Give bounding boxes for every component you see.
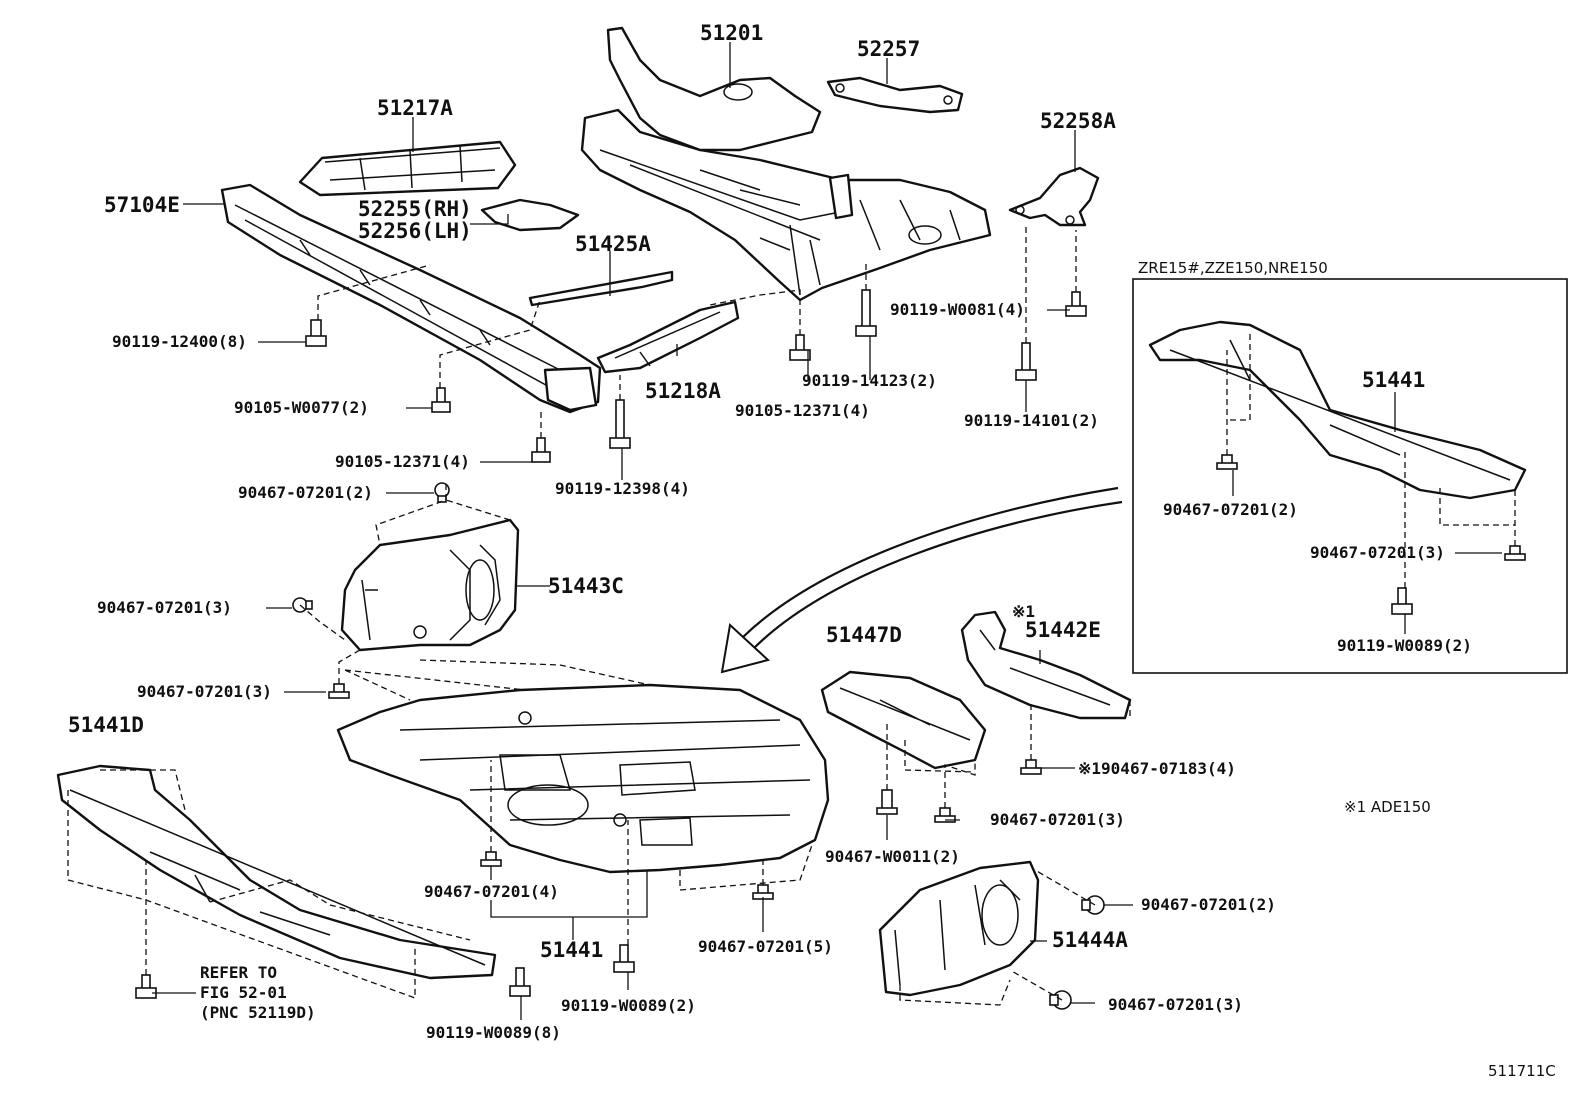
part-57104E xyxy=(220,183,602,414)
transition-arrow xyxy=(720,486,1123,674)
part-52257-stay xyxy=(826,76,964,114)
part-51218A xyxy=(596,300,740,374)
part-51442E xyxy=(960,610,1132,720)
part-51447D xyxy=(820,670,987,770)
label-51217A: 51217A xyxy=(377,96,453,120)
label-90119-W0089-2: 90119-W0089(2) xyxy=(561,996,696,1015)
label-90119-12400: 90119-12400(8) xyxy=(112,332,247,351)
label-refer-pnc: (PNC 52119D) xyxy=(200,1003,316,1022)
inset-labels: ZRE15#,ZZE150,NRE150 51441 90467-07201(2… xyxy=(1138,259,1472,655)
label-90119-12398: 90119-12398(4) xyxy=(555,479,690,498)
label-51441-main: 51441 xyxy=(540,938,603,962)
bolt-icon xyxy=(789,334,811,361)
clip-icon xyxy=(292,597,313,613)
label-90467-07201-4: 90467-07201(4) xyxy=(424,882,559,901)
label-90467-W0011: 90467-W0011(2) xyxy=(825,847,960,866)
inset-label-51441: 51441 xyxy=(1362,368,1425,392)
label-refer-to: REFER TO xyxy=(200,963,277,982)
bolt-icon xyxy=(135,974,157,999)
clip-icon xyxy=(328,683,350,699)
part-52255-52256 xyxy=(480,198,580,232)
label-90119-W0081: 90119-W0081(4) xyxy=(890,300,1025,319)
part-51201-crossmember xyxy=(580,26,992,302)
bolt-icon xyxy=(1391,587,1413,615)
label-90105-W0077: 90105-W0077(2) xyxy=(234,398,369,417)
label-51442E: 51442E xyxy=(1025,618,1101,642)
inset-label-90119-W0089-2: 90119-W0089(2) xyxy=(1337,636,1472,655)
label-51444A: 51444A xyxy=(1052,928,1128,952)
label-mark1-90467-07183: ※190467-07183(4) xyxy=(1078,759,1236,778)
label-57104E: 57104E xyxy=(104,193,180,217)
label-90467-07201-3d: 90467-07201(3) xyxy=(1108,995,1243,1014)
label-52257: 52257 xyxy=(857,37,920,61)
label-90105-12371-left: 90105-12371(4) xyxy=(335,452,470,471)
part-51444A xyxy=(878,860,1040,997)
label-90467-07201-2a: 90467-07201(2) xyxy=(238,483,373,502)
label-51447D: 51447D xyxy=(826,623,902,647)
figure-code: 511711C xyxy=(1488,1062,1556,1080)
clip-icon xyxy=(1504,545,1526,561)
label-52255: 52255(RH) xyxy=(358,197,472,221)
part-52258A xyxy=(1008,166,1100,227)
clip-icon xyxy=(876,789,898,815)
label-51443C: 51443C xyxy=(548,574,624,598)
inset-frame xyxy=(1132,278,1568,674)
bolt-icon xyxy=(531,437,551,463)
label-51201: 51201 xyxy=(700,21,763,45)
bolt-icon xyxy=(305,319,327,347)
leader-lines xyxy=(152,42,1502,1020)
inset-label-90467-07201-2: 90467-07201(2) xyxy=(1163,500,1298,519)
bolt-icon xyxy=(855,289,877,337)
bolt-icon xyxy=(431,387,451,413)
inset-label-90467-07201-3: 90467-07201(3) xyxy=(1310,543,1445,562)
part-51441D-spoiler xyxy=(56,764,497,980)
label-90119-14123: 90119-14123(2) xyxy=(802,371,937,390)
label-90467-07201-5: 90467-07201(5) xyxy=(698,937,833,956)
label-90467-07201-3a: 90467-07201(3) xyxy=(97,598,232,617)
bolt-icon xyxy=(609,399,631,449)
clip-icon xyxy=(480,851,502,867)
clip-icon xyxy=(1049,990,1072,1010)
part-51443C xyxy=(340,518,520,652)
label-51218A: 51218A xyxy=(645,379,721,403)
label-90467-07201-3b: 90467-07201(3) xyxy=(137,682,272,701)
label-mark1-top: ※1 xyxy=(1012,602,1035,621)
label-90119-W0089-8: 90119-W0089(8) xyxy=(426,1023,561,1042)
clip-icon xyxy=(752,884,774,900)
part-51425A xyxy=(528,270,674,307)
bolt-icon xyxy=(613,944,635,973)
label-refer-fig: FIG 52-01 xyxy=(200,983,287,1002)
clip-icon xyxy=(434,482,450,503)
label-52258A: 52258A xyxy=(1040,109,1116,133)
part-labels: 51201 52257 51217A 52258A 57104E 52255(R… xyxy=(68,21,1556,1080)
part-51441-inset xyxy=(1148,320,1527,500)
alignment-lines xyxy=(67,225,1516,1006)
label-51425A: 51425A xyxy=(575,232,651,256)
label-90105-12371-right: 90105-12371(4) xyxy=(735,401,870,420)
label-90467-07201-2b: 90467-07201(2) xyxy=(1141,895,1276,914)
bolt-icon xyxy=(509,967,531,997)
label-52256: 52256(LH) xyxy=(358,219,472,243)
inset-title: ZRE15#,ZZE150,NRE150 xyxy=(1138,259,1328,277)
clip-icon xyxy=(1216,454,1238,470)
bolt-icon xyxy=(1065,291,1087,317)
bolt-icon xyxy=(1015,342,1037,381)
label-note-mark1: ※1 ADE150 xyxy=(1344,798,1431,816)
clip-icon xyxy=(1020,759,1042,775)
part-51217A xyxy=(298,140,517,197)
label-90119-14101: 90119-14101(2) xyxy=(964,411,1099,430)
label-51441D: 51441D xyxy=(68,713,144,737)
part-51441-under-cover xyxy=(336,683,830,874)
label-90467-07201-3c: 90467-07201(3) xyxy=(990,810,1125,829)
